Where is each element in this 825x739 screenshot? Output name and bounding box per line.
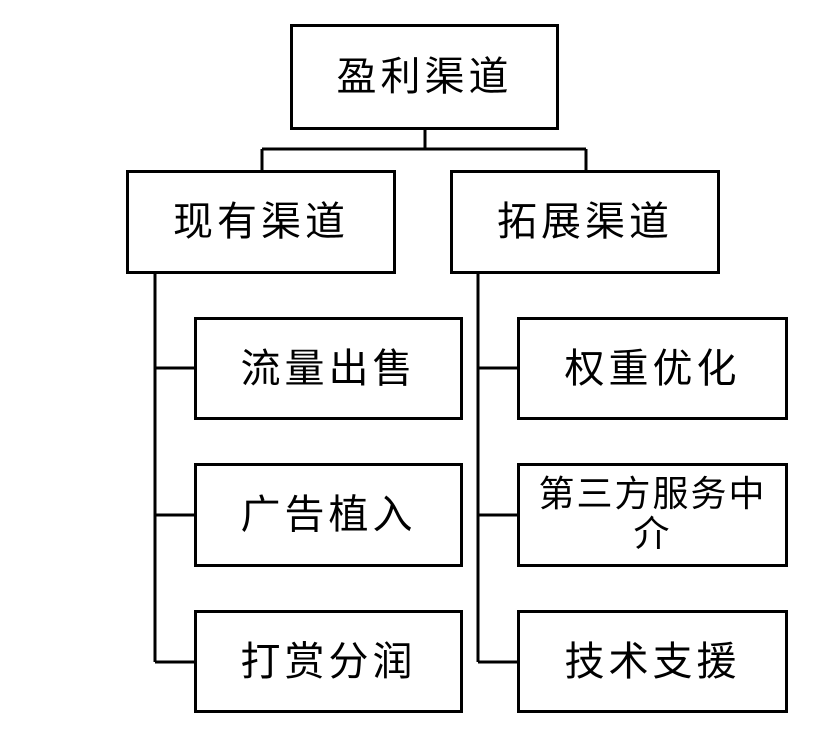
branch-node-expansion-label: 拓展渠道 <box>497 199 673 245</box>
leaf-node-ad-placement: 广告植入 <box>194 463 463 567</box>
leaf-node-label: 流量出售 <box>240 345 417 392</box>
leaf-node-weight-optimization: 权重优化 <box>517 317 788 420</box>
leaf-node-label: 权重优化 <box>564 345 741 392</box>
leaf-node-tech-support: 技术支援 <box>517 610 788 713</box>
leaf-node-label: 技术支援 <box>564 638 741 685</box>
leaf-node-traffic-sales: 流量出售 <box>194 317 463 420</box>
leaf-node-tip-sharing: 打赏分润 <box>194 610 463 713</box>
leaf-node-label: 广告植入 <box>240 492 417 538</box>
leaf-node-third-party-agency: 第三方服务中介 <box>517 463 788 567</box>
branch-node-existing-label: 现有渠道 <box>173 199 349 245</box>
root-node: 盈利渠道 <box>290 24 559 130</box>
branch-node-existing: 现有渠道 <box>126 170 396 274</box>
root-node-label: 盈利渠道 <box>336 54 513 100</box>
branch-node-expansion: 拓展渠道 <box>450 170 720 274</box>
leaf-node-label: 第三方服务中介 <box>538 474 767 555</box>
leaf-node-label: 打赏分润 <box>240 638 417 685</box>
